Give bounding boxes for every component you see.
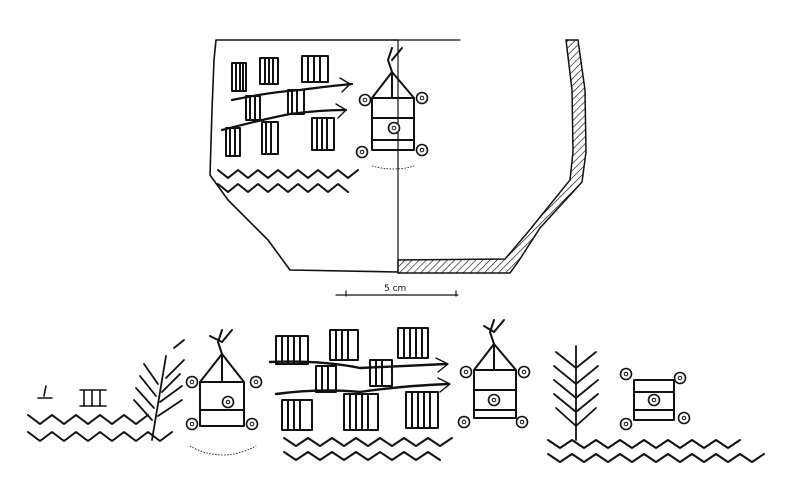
- vessel-decoration: [217, 47, 429, 193]
- house-motif: [371, 47, 415, 151]
- fern-motif: [133, 339, 185, 441]
- unrolled-frieze: [27, 319, 765, 463]
- scale-bar: 5 cm: [335, 284, 459, 297]
- scale-bar-label: 5 cm: [384, 284, 406, 294]
- ladder-group: [231, 55, 329, 92]
- section-profile: [397, 39, 587, 274]
- vessel-profile: [209, 39, 587, 274]
